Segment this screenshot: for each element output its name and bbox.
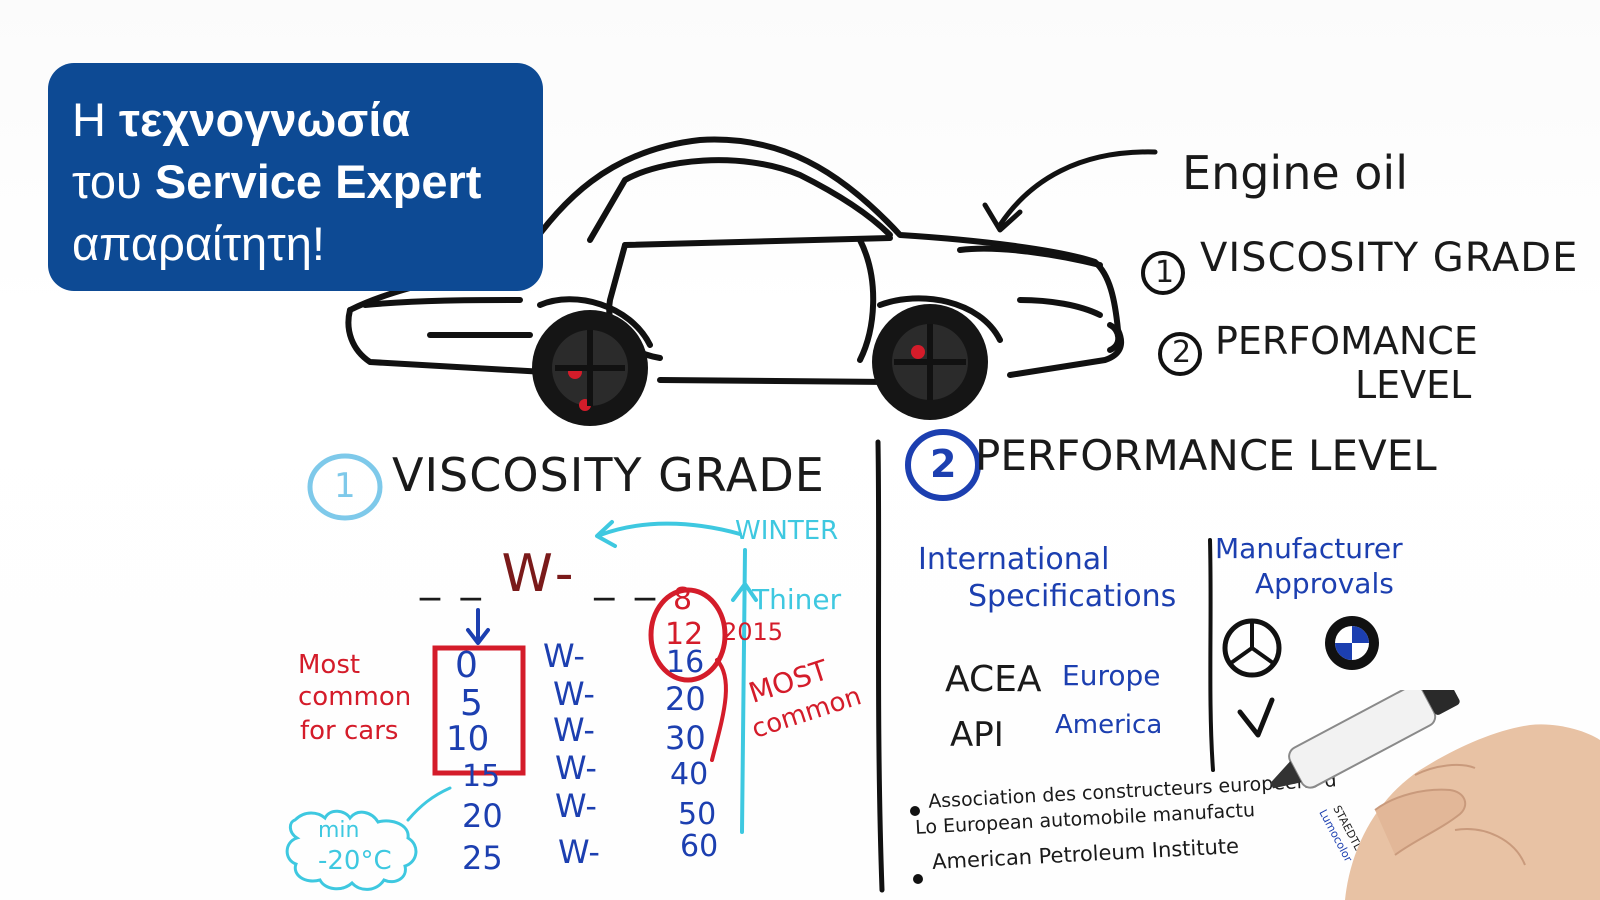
row-mid: W-: [555, 787, 597, 825]
thinner-label: Thiner: [752, 583, 842, 616]
header-item2-number: 2: [1172, 335, 1192, 370]
winter-label: WINTER: [735, 516, 839, 546]
acea-region: Europe: [1062, 659, 1161, 692]
row-left: 20: [462, 797, 503, 835]
circled-grade-12: 12: [665, 617, 704, 652]
year-label: 2015: [722, 618, 784, 646]
most-common-cars-line2: common: [298, 682, 412, 712]
row-right: 16: [666, 645, 705, 680]
overlay-line-3: απαραίτητη!: [72, 217, 325, 270]
row-mid: W-: [558, 833, 600, 871]
section2-number: 2: [930, 442, 957, 486]
overlay-line2-normal: του: [72, 155, 155, 208]
overlay-line-1: Η τεχνογνωσία: [72, 89, 543, 151]
circled-grade-8: 8: [673, 582, 693, 617]
header-item2-label-b: LEVEL: [1355, 363, 1472, 407]
row-left: 5: [460, 683, 483, 724]
overlay-line-2: του Service Expert: [72, 151, 543, 213]
row-left: 10: [446, 719, 490, 759]
circle-2: [905, 429, 981, 501]
w-letter: W-: [501, 544, 578, 604]
red-box-common: [432, 645, 526, 776]
engine-oil-arrow: [997, 149, 1158, 228]
row-right: 50: [678, 797, 717, 832]
row-left: 15: [462, 759, 501, 794]
row-right: 60: [680, 829, 719, 864]
engine-oil-label: Engine oil: [1182, 146, 1408, 200]
header-item1-label: VISCOSITY GRADE: [1200, 235, 1579, 281]
circle-1: [307, 453, 383, 521]
min-temp-label: min: [318, 818, 360, 843]
row-mid: W-: [555, 749, 597, 787]
red-oval-new-grades: [648, 587, 728, 683]
header-item2-label-a: PERFOMANCE: [1215, 319, 1478, 363]
overlay-line1-normal: Η: [72, 93, 119, 146]
overlay-line2-bold: Service Expert: [154, 155, 482, 208]
promo-overlay-box: Η τεχνογνωσία του Service Expert απαραίτ…: [48, 63, 543, 291]
subsection-divider: [1208, 538, 1215, 772]
row-mid: W-: [543, 637, 585, 675]
min-temp-cloud: [285, 809, 418, 891]
api-region: America: [1055, 710, 1163, 740]
row-mid: W-: [553, 675, 595, 713]
acea-label: ACEA: [945, 659, 1042, 700]
hand-with-marker: STAEDTLER Lumocolor: [1270, 690, 1600, 900]
row-mid: W-: [553, 711, 595, 749]
mercedes-logo: [1222, 618, 1282, 678]
rear-wheel: [532, 310, 648, 426]
most-common-cars-line3: for cars: [300, 716, 399, 746]
most-common-cars-line1: Most: [298, 650, 361, 680]
section2-title: PERFORMANCE LEVEL: [975, 431, 1437, 480]
intl-spec-line1: International: [918, 542, 1110, 577]
front-wheel: [872, 304, 988, 420]
mfr-approvals-line2: Approvals: [1255, 567, 1394, 600]
row-right: 30: [665, 719, 706, 757]
grade-pattern: _ _ W- _ _: [420, 544, 659, 604]
section-divider: [875, 439, 885, 893]
section1-number: 1: [334, 466, 356, 506]
bmw-logo: [1325, 616, 1379, 670]
intl-spec-line2: Specifications: [968, 579, 1177, 614]
api-label: API: [950, 715, 1004, 755]
row-left: 25: [462, 839, 503, 877]
header-item1-number: 1: [1155, 255, 1175, 290]
overlay-line1-bold: τεχνογνωσία: [119, 93, 411, 146]
section1-title: VISCOSITY GRADE: [392, 448, 825, 502]
min-temp-value: -20°C: [318, 846, 392, 876]
row-right: 40: [670, 757, 709, 792]
row-right: 20: [665, 680, 706, 718]
mfr-approvals-line1: Manufacturer: [1215, 532, 1403, 565]
row-left: 0: [455, 645, 478, 686]
